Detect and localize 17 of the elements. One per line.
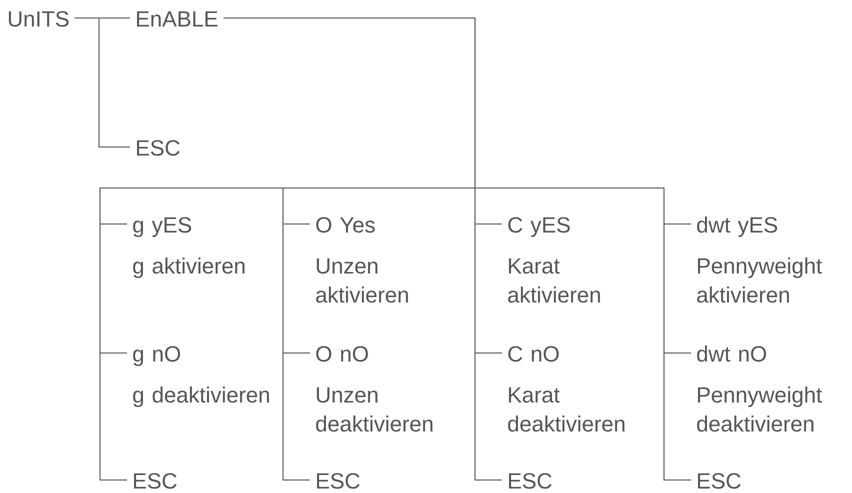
menu-label: ESC xyxy=(137,140,180,156)
menu-item: ESC xyxy=(317,473,360,489)
menu-item: O Yes Unzen aktivieren xyxy=(316,217,408,303)
menu-label: UnITS xyxy=(8,11,69,27)
menu-item: dwt yES Pennyweight aktivieren xyxy=(697,216,822,303)
menu-item: ESC xyxy=(509,473,552,489)
menu-item: C nO Karat deaktivieren xyxy=(508,346,624,432)
menu-item: C yES Karat aktivieren xyxy=(508,217,600,303)
menu-label: EnABLE xyxy=(137,11,218,26)
connector-line xyxy=(223,18,692,480)
menu-item: ESC xyxy=(698,473,741,489)
menu-item: ESC xyxy=(134,473,177,489)
connector-line xyxy=(74,18,130,148)
menu-item: g yES g aktivieren xyxy=(133,217,244,278)
menu-item: g nO g deaktivieren xyxy=(133,346,269,408)
menu-item: O nO Unzen deaktivieren xyxy=(316,346,432,432)
menu-item: dwt nO Pennyweight deaktivieren xyxy=(697,346,822,432)
